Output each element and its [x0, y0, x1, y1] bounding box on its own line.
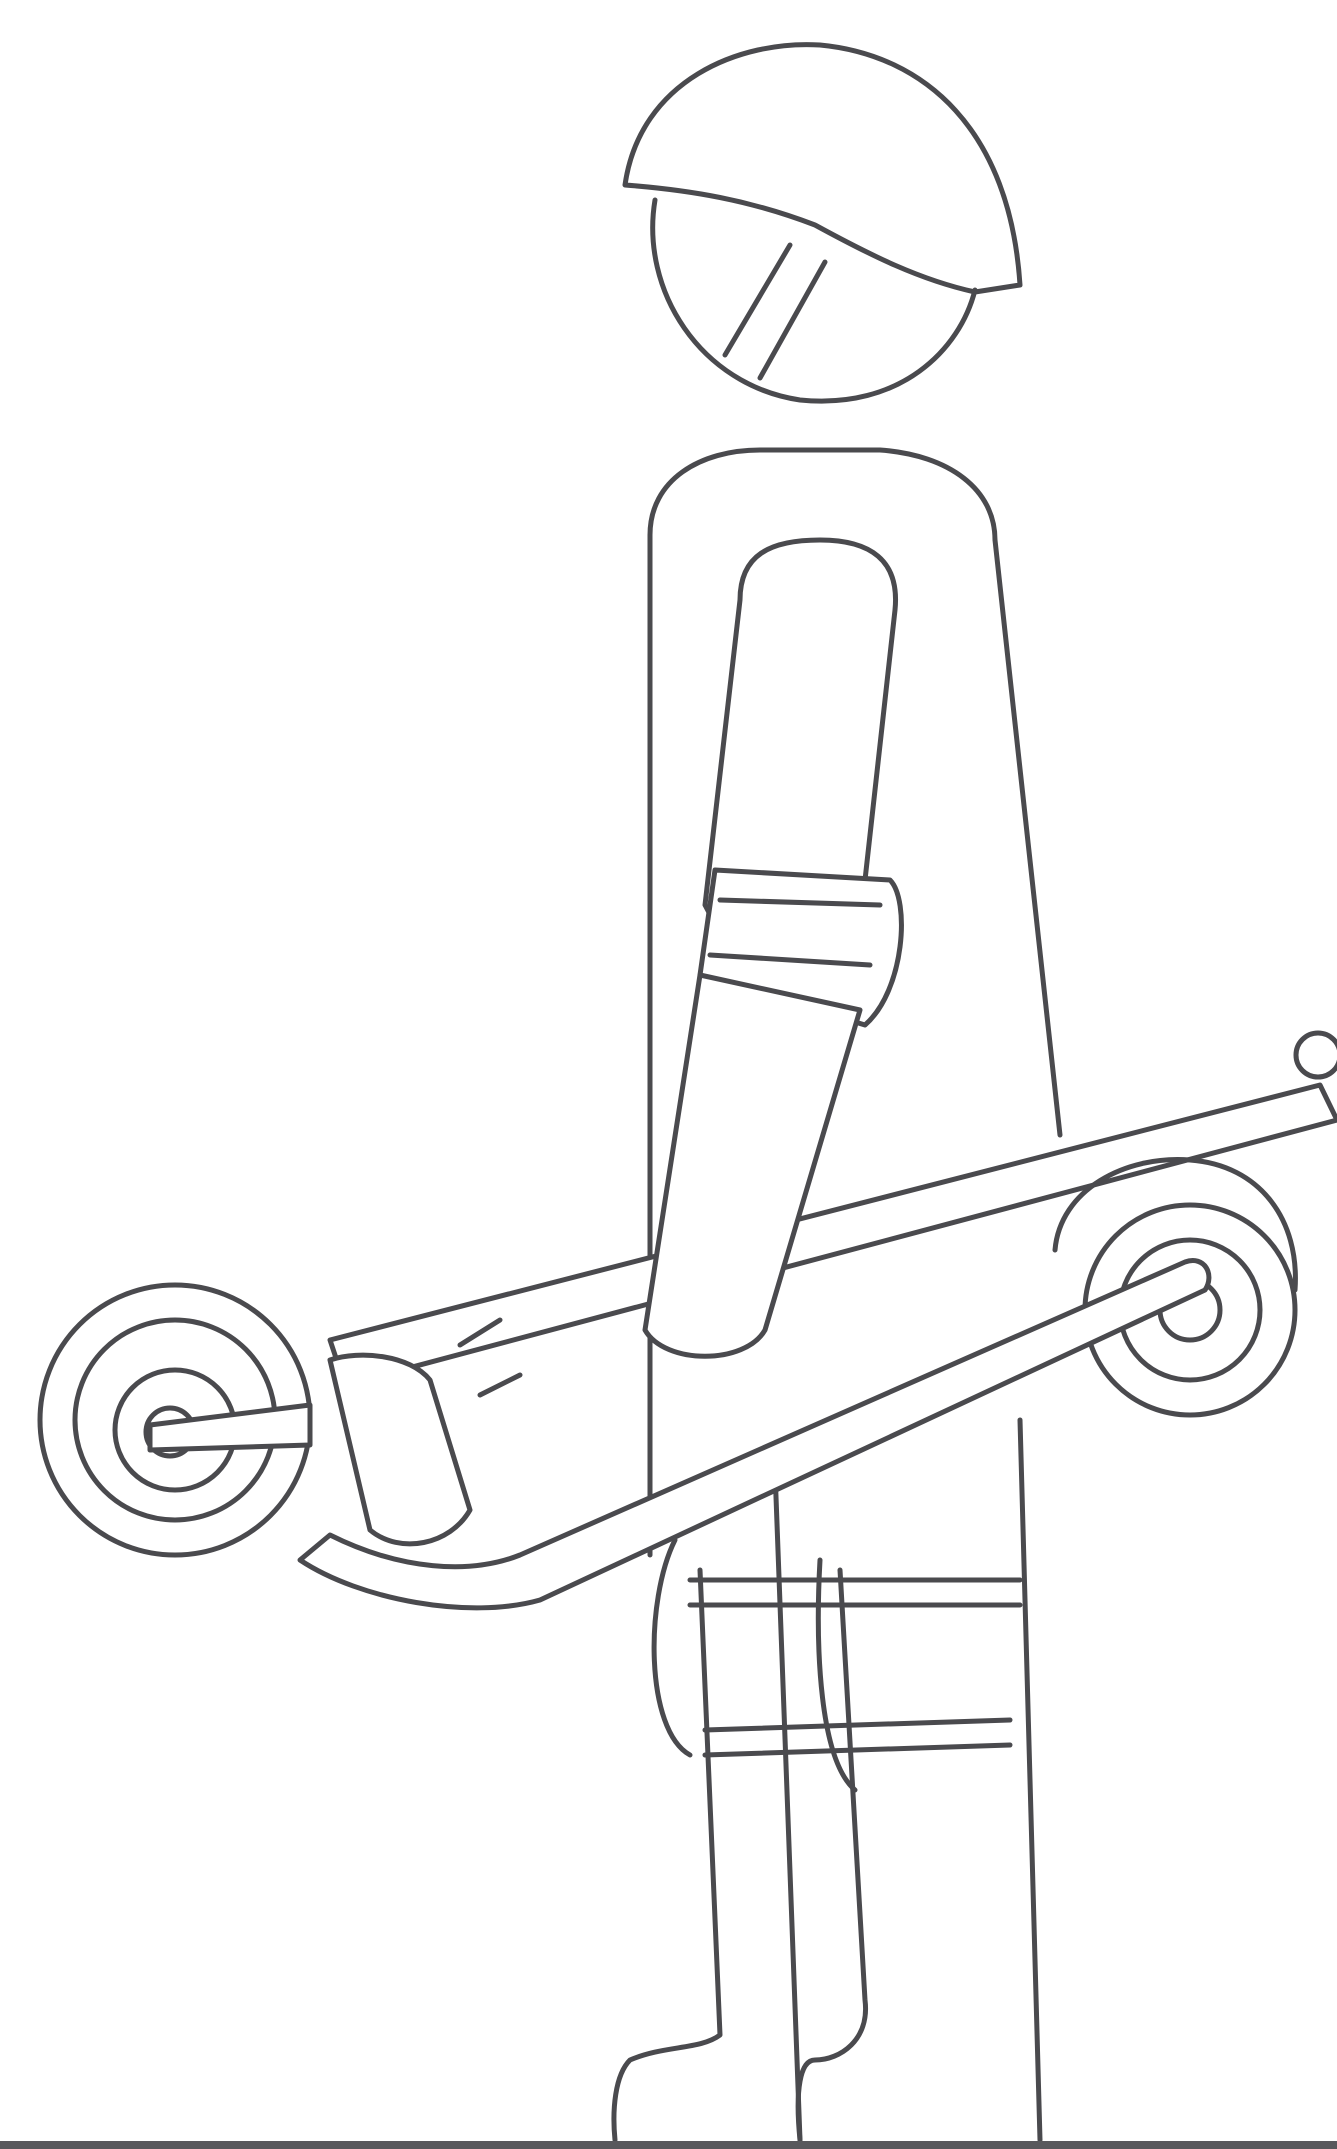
knee-band-lower [702, 1717, 1013, 1758]
thigh-outline [651, 1537, 858, 1793]
stem-joint [457, 1317, 523, 1398]
helmet-head [622, 42, 1023, 404]
rear-fender [1052, 1157, 1298, 1293]
helmet-strap [722, 242, 828, 381]
scooter-deck [297, 1258, 1212, 1611]
legs [611, 1417, 1043, 2143]
ground-line [0, 2141, 1337, 2149]
front-fork [327, 1352, 473, 1547]
forearm [642, 972, 863, 1359]
knee-band-upper [687, 1577, 1023, 1608]
head-outline [650, 197, 978, 404]
helmet-dome [622, 42, 1023, 295]
front-leg [611, 1467, 803, 2143]
arm [642, 537, 904, 1359]
front-axle-bar [147, 1402, 313, 1453]
elbow-pad-band [707, 897, 883, 968]
torso [647, 447, 1063, 1558]
torso-outline [647, 447, 1063, 1558]
handlebar-grip-end [1293, 1030, 1337, 1080]
back-leg [795, 1417, 1043, 2143]
folded-scooter [37, 1030, 1337, 1611]
